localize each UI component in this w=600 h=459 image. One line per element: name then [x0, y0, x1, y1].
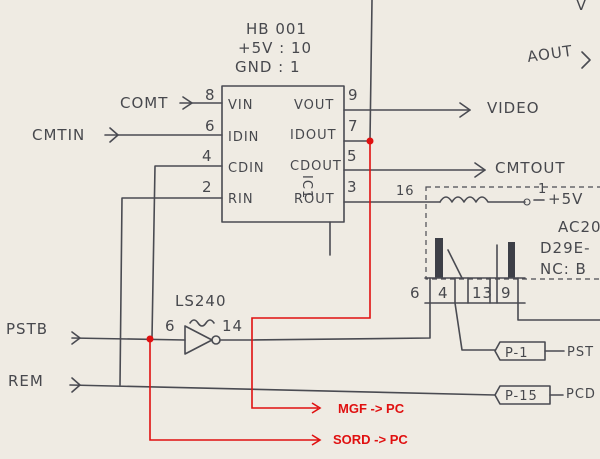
label-top-right-fragment: V — [576, 0, 587, 14]
red-trace-mgf — [251, 141, 371, 409]
relay-pin-1: 1 — [538, 182, 547, 197]
pin-num-5: 5 — [347, 147, 358, 165]
ic-vcc: +5V : 10 — [238, 39, 312, 57]
pin-name-rin: RIN — [228, 192, 254, 207]
red-arrow-sord — [311, 434, 322, 446]
ic-gnd: GND : 1 — [235, 58, 301, 76]
wire-relay-to-gate — [251, 302, 431, 341]
pin-name-cdin: CDIN — [228, 161, 265, 176]
video-bus-vertical — [369, 0, 373, 141]
connector-p1-label: P-1 — [505, 346, 529, 361]
label-pstb: PSTB — [6, 320, 48, 338]
red-trace-sord — [149, 339, 320, 441]
label-cmtout: CMTOUT — [495, 159, 566, 177]
connector-p1-signal: PST — [567, 345, 594, 360]
pin-name-idin: IDIN — [228, 130, 259, 145]
wire-pstb — [71, 337, 186, 341]
arrow-rem — [71, 377, 81, 393]
connector-p15-label: P-15 — [505, 389, 538, 404]
label-comt: COMT — [120, 94, 168, 112]
arrow-aout — [581, 51, 591, 69]
arrow-video — [459, 102, 471, 118]
label-video: VIDEO — [487, 99, 540, 117]
relay-switch-arm — [447, 249, 463, 279]
pin-name-vout: VOUT — [294, 98, 334, 113]
annotation-mgf: MGF -> PC — [338, 401, 405, 416]
wire-relay-to-p1 — [454, 302, 496, 351]
relay-part-line1: AC20 — [558, 218, 600, 236]
connector-p15-signal: PCD — [566, 387, 596, 402]
ic-designator: IC1 — [299, 175, 314, 199]
ls240-pin-out: 14 — [222, 317, 243, 335]
arrow-pstb — [71, 331, 81, 345]
relay-contact-b — [508, 242, 515, 278]
ic1-body — [221, 85, 345, 223]
relay-coil — [439, 196, 526, 203]
pin-name-rout: ROUT — [294, 192, 335, 207]
relay-vcc: +5V — [548, 190, 583, 208]
wire-relay-right — [517, 302, 600, 321]
pin-num-8: 8 — [205, 86, 216, 104]
wire-cdin — [151, 165, 223, 339]
relay-part-line2: D29E- — [540, 239, 591, 257]
relay-contact-pin-9: 9 — [501, 284, 512, 302]
relay-coil-terminal — [523, 198, 531, 206]
annotation-sord: SORD -> PC — [333, 432, 408, 447]
relay-pin-16: 16 — [396, 184, 415, 199]
ls240-name: LS240 — [175, 292, 227, 310]
pin-num-9: 9 — [348, 86, 359, 104]
ls240-hysteresis-mark — [189, 319, 215, 327]
relay-part-line3: NC: B — [540, 260, 587, 278]
relay-outline — [425, 186, 600, 280]
arrow-cmtin — [109, 127, 119, 143]
label-rem: REM — [8, 372, 44, 390]
pin-num-3: 3 — [347, 178, 358, 196]
pin-num-6: 6 — [205, 117, 216, 135]
pin-name-cdout: CDOUT — [290, 159, 342, 174]
ls240-pin-in: 6 — [165, 317, 176, 335]
arrow-cmtout — [474, 162, 486, 178]
wire-rem — [69, 384, 496, 396]
pin-num-7: 7 — [348, 117, 359, 135]
relay-contact-pin-6: 6 — [410, 284, 421, 302]
relay-contact-a — [435, 238, 443, 278]
pin-num-2: 2 — [202, 178, 213, 196]
pin-name-vin: VIN — [228, 98, 253, 113]
red-arrow-mgf — [311, 402, 322, 414]
relay-contact-pin-13: 13 — [472, 284, 493, 302]
label-cmtin: CMTIN — [32, 126, 85, 144]
pin-num-4: 4 — [202, 147, 213, 165]
wire-rin — [119, 197, 223, 386]
pin-name-idout: IDOUT — [290, 128, 337, 143]
arrow-comt — [182, 96, 193, 110]
ic-name: HB 001 — [246, 20, 307, 38]
relay-contact-pin-4: 4 — [438, 284, 449, 302]
